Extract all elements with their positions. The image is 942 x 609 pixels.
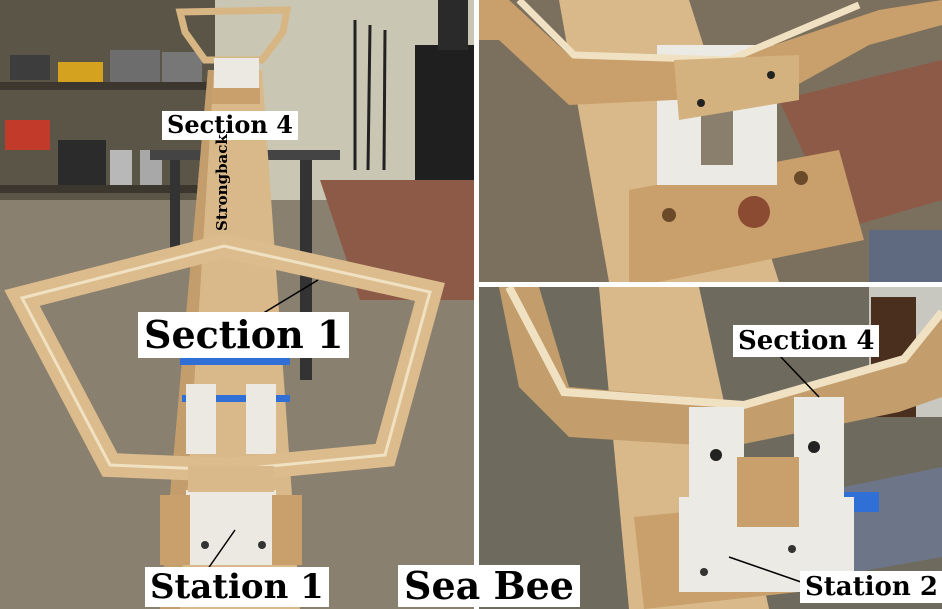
station-1-base [160, 495, 190, 565]
station-1-block [186, 490, 276, 565]
label-section-4-right: Section 4 [733, 325, 880, 357]
photo-bottom-right-section4-station2 [479, 287, 942, 609]
frame-edge [505, 287, 942, 410]
shelf-board [0, 82, 215, 90]
photo-top-right-station-closeup [479, 0, 942, 282]
station-post [186, 384, 216, 454]
bolt [808, 441, 820, 453]
screw-hole [794, 171, 808, 185]
section-1-frame [4, 233, 445, 483]
label-section-4-left: Section 4 [162, 111, 298, 140]
leader-line-station-1 [204, 529, 236, 574]
blue-tape [180, 357, 290, 365]
stove-pipe [438, 0, 468, 50]
label-station-2: Station 2 [800, 571, 942, 603]
label-section-1: Section 1 [138, 312, 350, 358]
screw-hole [662, 208, 676, 222]
screw [258, 541, 266, 549]
frame-cap-block [674, 55, 799, 120]
screw [767, 71, 775, 79]
paint-can [110, 150, 132, 185]
tool-case [10, 55, 50, 80]
yellow-tool [58, 62, 103, 82]
screw [700, 568, 708, 576]
photo-left-strongback-overview [0, 0, 474, 609]
station-1-base [272, 495, 302, 565]
blue-tarp [869, 230, 942, 282]
photo-bottom-right-drawing [479, 287, 942, 609]
frame-edge [516, 0, 861, 64]
wood-stove [415, 45, 474, 195]
photo-top-right-drawing [479, 0, 942, 282]
frame-plywood [479, 0, 942, 105]
label-strongback: Strongback [213, 134, 231, 231]
red-case [5, 120, 50, 150]
station-1-cap [188, 466, 274, 492]
wood-knot [738, 196, 770, 228]
fireplace-tools [353, 20, 387, 171]
label-sea-bee-title: Sea Bee [398, 565, 580, 607]
black-bin [58, 140, 106, 185]
section-4-frame-far [175, 6, 292, 104]
shelf-board [0, 185, 215, 193]
photo-left-drawing [0, 0, 474, 609]
label-station-1: Station 1 [145, 567, 329, 607]
station-post [246, 384, 276, 454]
screw [697, 99, 705, 107]
blue-tape [182, 395, 290, 402]
screw [788, 545, 796, 553]
leader-line-station-2 [728, 556, 802, 583]
tool-case [162, 52, 202, 82]
leader-line-section-4 [778, 354, 820, 398]
screw [201, 541, 209, 549]
bolt [710, 449, 722, 461]
tool-case [110, 50, 160, 82]
sawhorse-leg [170, 160, 180, 250]
